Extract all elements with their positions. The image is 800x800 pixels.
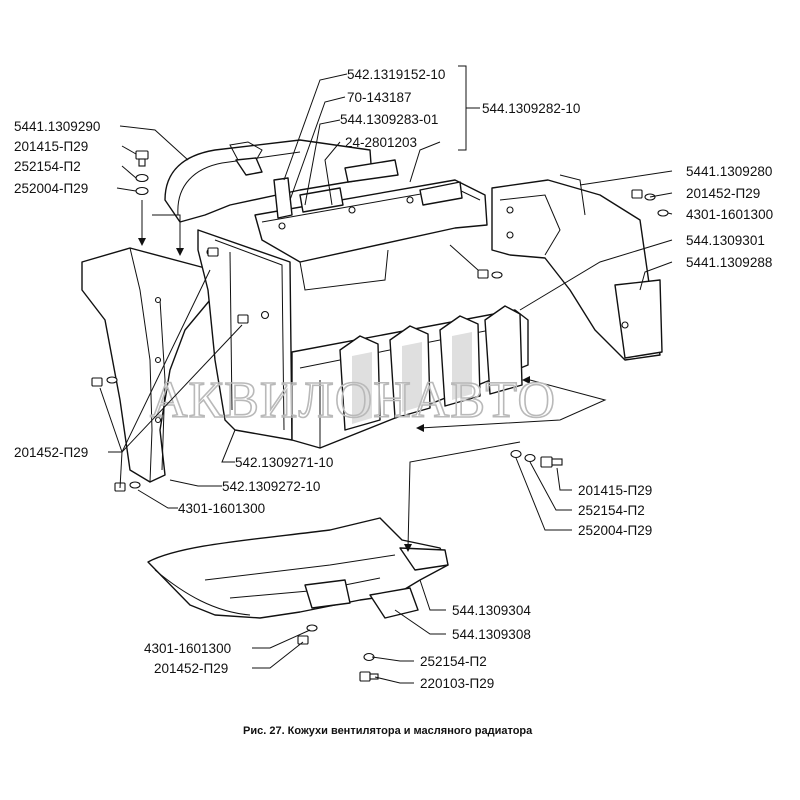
bolt-icon bbox=[135, 150, 149, 167]
left-side-shroud bbox=[81, 247, 211, 483]
bolt-icon bbox=[477, 269, 503, 279]
part-label: 542.1309272-10 bbox=[222, 479, 320, 494]
watermark: АКВИЛОНАВТО bbox=[150, 372, 556, 429]
part-label: 220103-П29 bbox=[420, 676, 494, 691]
leader-lines bbox=[99, 65, 673, 684]
part-label: 201452-П29 bbox=[686, 186, 760, 201]
part-label: 4301-1601300 bbox=[144, 641, 231, 656]
bolt-icon bbox=[359, 652, 379, 682]
washer-icon bbox=[135, 173, 149, 183]
lower-shroud bbox=[147, 517, 449, 619]
washer-icon bbox=[135, 186, 149, 196]
part-label: 201415-П29 bbox=[14, 139, 88, 154]
part-label: 252004-П29 bbox=[14, 181, 88, 196]
part-label: 201452-П29 bbox=[14, 445, 88, 460]
part-label: 544.1309301 bbox=[686, 233, 765, 248]
part-label: 544.1309283-01 bbox=[340, 112, 438, 127]
part-label: 201452-П29 bbox=[154, 661, 228, 676]
upper-fan-shroud bbox=[164, 139, 373, 223]
part-label: 252154-П2 bbox=[578, 503, 645, 518]
part-label: 4301-1601300 bbox=[178, 501, 265, 516]
bolt-icon bbox=[114, 481, 141, 492]
right-bracket bbox=[491, 174, 663, 361]
part-label: 5441.1309288 bbox=[686, 255, 772, 270]
part-label: 201415-П29 bbox=[578, 483, 652, 498]
part-label: 544.1309304 bbox=[452, 603, 531, 618]
part-label: 70-143187 bbox=[347, 90, 412, 105]
part-label: 542.1309271-10 bbox=[235, 455, 333, 470]
part-label: 5441.1309290 bbox=[14, 119, 100, 134]
part-label: 542.1319152-10 bbox=[347, 67, 445, 82]
bolt-icon bbox=[207, 247, 249, 324]
part-label: 252154-П2 bbox=[420, 654, 487, 669]
bolt-icon bbox=[510, 449, 563, 468]
part-label: 252154-П2 bbox=[14, 159, 81, 174]
oil-radiator-frame bbox=[291, 305, 529, 449]
upper-cross-panel bbox=[254, 159, 488, 291]
part-label: 5441.1309280 bbox=[686, 164, 772, 179]
part-label: 24-2801203 bbox=[345, 135, 417, 150]
bolt-icon bbox=[297, 624, 318, 645]
bolt-icon bbox=[631, 189, 669, 217]
figure-caption: Рис. 27. Кожухи вентилятора и масляного … bbox=[243, 725, 533, 737]
part-label: 544.1309308 bbox=[452, 627, 531, 642]
bolt-icon bbox=[91, 376, 118, 387]
part-label: 252004-П29 bbox=[578, 523, 652, 538]
middle-side-frame bbox=[197, 229, 293, 441]
part-label: 544.1309282-10 bbox=[482, 101, 580, 116]
part-labels: 542.1319152-10 70-143187 544.1309283-01 … bbox=[14, 67, 773, 691]
part-label: 4301-1601300 bbox=[686, 207, 773, 222]
fasteners bbox=[91, 150, 669, 682]
assembly-arrows bbox=[138, 200, 607, 552]
